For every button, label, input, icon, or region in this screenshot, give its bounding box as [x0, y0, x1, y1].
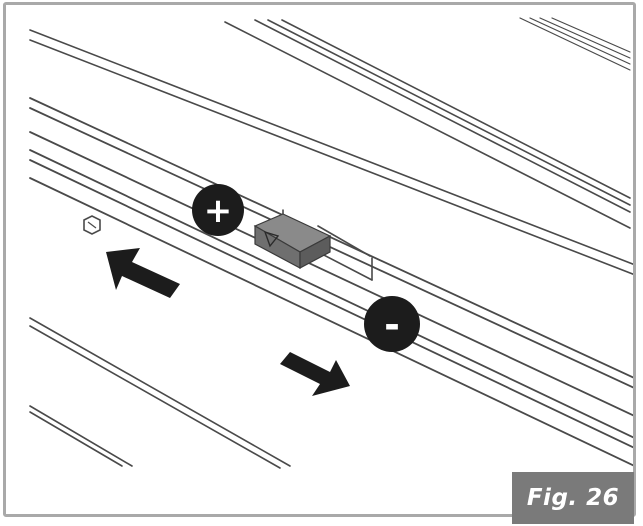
plus-symbol-text: + [204, 191, 233, 231]
hex-nut-icon [83, 215, 101, 235]
lower-rail-lines [29, 317, 291, 469]
figure-label: Fig. 26 [512, 472, 634, 524]
corner-hatching [519, 17, 631, 71]
middle-rail-lines [29, 97, 633, 467]
upper-rail-lines [29, 19, 633, 275]
adjustment-slider-icon[interactable] [253, 213, 332, 269]
arrow-up-left-icon [106, 248, 180, 298]
plus-circle-icon[interactable]: + [192, 184, 244, 236]
minus-symbol-text: - [384, 303, 400, 347]
arrow-down-right-icon [280, 352, 350, 396]
minus-circle-icon[interactable]: - [364, 296, 420, 352]
